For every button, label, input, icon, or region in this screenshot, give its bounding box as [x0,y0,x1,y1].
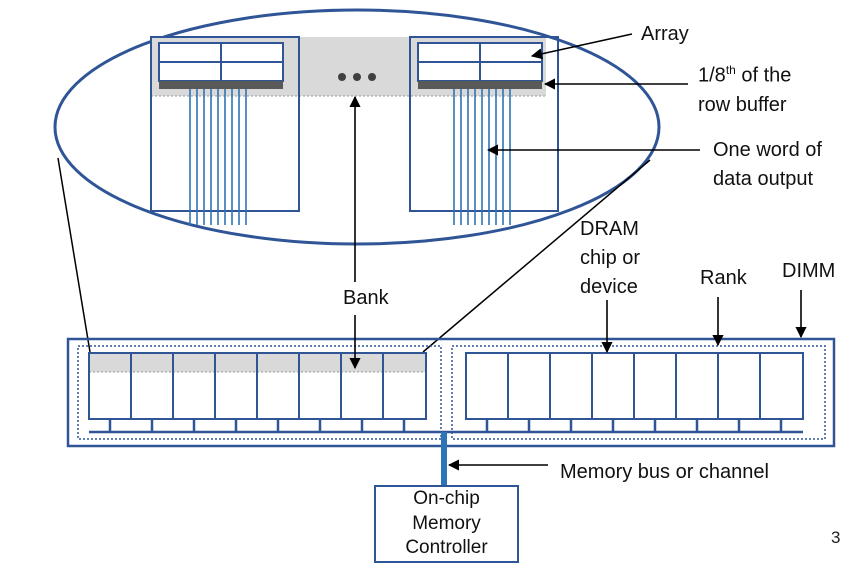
row-buffer-line2: row buffer [698,93,787,116]
row-buffer-left [159,81,283,89]
zoom-ellipse [53,8,661,246]
bank-label: Bank [343,284,389,313]
bitlines-left [189,89,247,225]
row-buffer-sup: th [725,63,736,77]
rank-label-text: Rank [700,267,747,289]
dimm-label-text: DIMM [782,260,836,282]
word-output-label: One word of data output [713,136,822,194]
array-arrow [530,33,633,60]
rank-left-outline [77,345,442,440]
dram-line2: chip or [580,247,641,269]
controller-line1: On-chip [413,488,480,509]
zoomed-chip-left [150,36,300,225]
dram-chip-label: DRAM chip or device [580,215,640,302]
controller-label: On-chip Memory Controller [375,487,518,561]
page-number: 3 [831,528,841,547]
row-buffer-right [418,81,542,89]
ellipsis-dots [338,73,376,81]
row-buffer-label: 1/8th of the row buffer [698,56,791,120]
bank-label-text: Bank [343,287,389,309]
dimm-outline [66,337,836,448]
dimm-label: DIMM [782,257,835,286]
dram-line3: device [580,276,638,298]
rank-right-outline [451,345,826,440]
zoomed-chip-right [409,36,559,225]
row-buffer-fraction: 1/8 [698,64,726,87]
controller-line3: Controller [405,537,488,558]
bitlines-right [453,89,511,225]
annotation-arrows [349,33,807,471]
array-label-text: Array [641,23,689,45]
row-buffer-suffix: of the [735,64,792,87]
word-line1: One word of [713,139,822,161]
memory-controller-box [374,485,519,563]
dimm-bus-lines [89,419,803,434]
zoom-line-left [57,157,91,353]
memory-channel [441,432,447,486]
zoom-line-right [422,159,651,353]
rank-right-chips [465,352,804,420]
dram-line1: DRAM [580,218,639,240]
controller-line2: Memory [412,512,481,534]
bus-label-text: Memory bus or channel [560,461,769,483]
dimm [66,337,836,448]
array-label: Array [641,20,689,49]
word-line2: data output [713,168,814,190]
bus-label: Memory bus or channel [560,458,769,487]
rank-label: Rank [700,264,747,293]
